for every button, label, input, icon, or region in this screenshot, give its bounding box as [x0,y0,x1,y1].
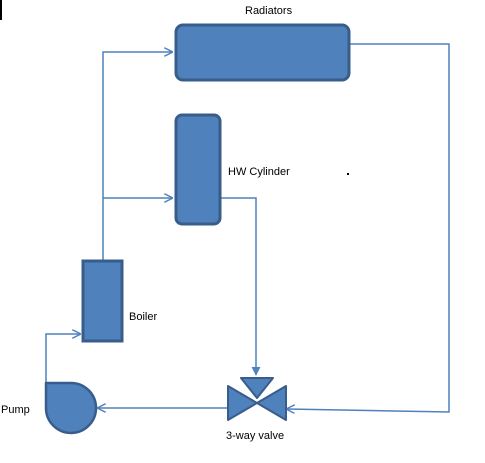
boiler-label: Boiler [129,311,158,323]
three-way-valve-icon [227,377,287,421]
pump-icon [44,381,98,435]
pipe-boiler-to-radiators [102,52,172,260]
radiators-label: Radiators [245,5,293,17]
boiler-block [81,259,124,343]
valve-label: 3-way valve [226,430,285,442]
pipe-radiators-return [287,43,450,412]
radiators-block [174,23,351,82]
pipe-hw-cylinder-to-valve [221,197,261,376]
text-cursor [0,0,2,20]
pump-label: Pump [1,404,30,416]
hw-cylinder-label: HW Cylinder [228,166,290,178]
pipe-pump-to-boiler [45,334,80,383]
stray-dot [347,173,349,175]
hw-cylinder-block [174,113,222,226]
